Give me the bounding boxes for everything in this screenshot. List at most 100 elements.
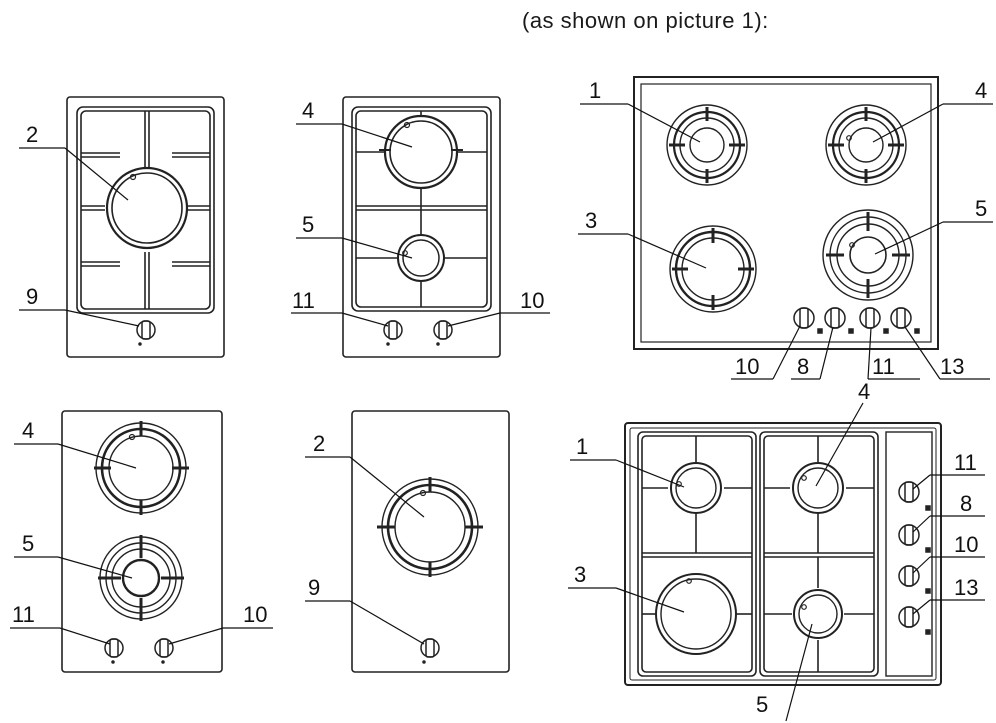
callout-label: 11 <box>292 288 315 313</box>
callout-4: 4 <box>14 418 137 469</box>
callout-8: 8 <box>912 491 985 533</box>
pan-support-grid <box>637 431 879 677</box>
callout-label: 5 <box>756 692 768 717</box>
callout-label: 5 <box>975 196 987 221</box>
burner-icon <box>105 166 189 250</box>
callout-label: 8 <box>797 354 809 379</box>
callout-label: 5 <box>22 531 34 556</box>
burner-icon <box>793 589 843 639</box>
callout-10: 10 <box>168 602 273 645</box>
burner-icon <box>655 573 737 655</box>
callout-label: 3 <box>585 208 597 233</box>
hob-panel <box>633 76 939 350</box>
callout-4: 4 <box>815 379 870 487</box>
callout-9: 9 <box>305 575 425 645</box>
callout-label: 9 <box>308 575 320 600</box>
pan-support-grid <box>351 106 492 312</box>
callout-10: 10 <box>912 532 985 574</box>
callout-label: 13 <box>954 575 978 600</box>
callout-2: 2 <box>19 122 129 201</box>
hob-panel <box>61 410 223 673</box>
callout-label: 10 <box>243 602 267 627</box>
callout-8: 8 <box>791 326 834 380</box>
hob-two-burner-flat: 4 5 11 10 <box>10 410 273 673</box>
callout-11: 11 <box>291 288 389 327</box>
hob-single-burner-grid: 2 9 <box>19 96 225 358</box>
callout-label: 4 <box>22 418 34 443</box>
callout-label: 2 <box>313 431 325 456</box>
callout-label: 2 <box>26 122 38 147</box>
callout-label: 11 <box>954 450 977 475</box>
control-knob-icon <box>136 320 156 346</box>
callout-1: 1 <box>570 434 685 488</box>
burner-icon <box>98 535 184 621</box>
callout-11: 11 <box>912 450 985 490</box>
hob-four-burner-front-knobs: 1 4 3 5 10 8 11 <box>578 76 993 380</box>
control-knob-icon <box>898 481 931 511</box>
burner-icon <box>666 104 748 186</box>
burner-icon <box>825 104 907 186</box>
callout-label: 11 <box>872 354 895 379</box>
control-knob-icon <box>793 307 823 334</box>
burner-icon <box>669 225 757 313</box>
callout-label: 4 <box>302 98 314 123</box>
pan-support-grid <box>76 106 215 314</box>
control-knob-icon <box>890 307 920 334</box>
hob-single-burner-flat: 2 9 <box>305 410 510 673</box>
callout-4: 4 <box>872 78 993 143</box>
callout-11: 11 <box>867 327 920 380</box>
callout-label: 10 <box>520 288 544 313</box>
callout-4: 4 <box>296 98 413 148</box>
callout-3: 3 <box>568 562 685 613</box>
control-knob-icon <box>824 307 854 334</box>
callout-label: 11 <box>12 602 35 627</box>
callout-13: 13 <box>904 326 990 380</box>
callout-10: 10 <box>731 325 801 380</box>
callout-3: 3 <box>578 208 707 269</box>
callout-5: 5 <box>874 196 993 255</box>
burner-icon <box>792 462 844 514</box>
callout-9: 9 <box>19 284 140 327</box>
control-knob-icon <box>898 565 931 594</box>
callout-11: 11 <box>10 602 111 645</box>
callout-label: 5 <box>302 212 314 237</box>
control-knob-icon <box>859 307 889 334</box>
hob-panel <box>342 96 501 358</box>
callout-label: 10 <box>954 532 978 557</box>
callout-2: 2 <box>305 431 425 518</box>
callout-label: 1 <box>589 78 601 103</box>
callout-5: 5 <box>756 623 813 722</box>
callout-label: 9 <box>26 284 38 309</box>
burner-icon <box>94 421 189 515</box>
callout-label: 10 <box>735 354 759 379</box>
hob-panel <box>66 96 225 358</box>
callout-10: 10 <box>447 288 550 327</box>
control-knob-icon <box>433 320 453 346</box>
callout-label: 4 <box>975 78 987 103</box>
control-knob-icon <box>383 320 403 346</box>
callout-1: 1 <box>580 78 701 143</box>
burner-icon <box>377 477 483 577</box>
control-knob-icon <box>420 638 440 664</box>
callout-label: 3 <box>574 562 586 587</box>
callout-5: 5 <box>14 531 133 579</box>
control-knob-icon <box>104 638 124 664</box>
callout-label: 13 <box>940 354 964 379</box>
callout-label: 8 <box>960 491 972 516</box>
hob-two-burner-grid: 4 5 11 10 <box>291 96 550 358</box>
hob-panel <box>351 410 510 673</box>
control-knob-icon <box>898 524 931 553</box>
control-strip <box>885 431 933 677</box>
burner-icon <box>670 462 722 514</box>
hob-four-burner-side-knobs: 4 1 11 8 10 3 13 <box>568 379 985 722</box>
diagram-heading: (as shown on picture 1): <box>522 8 769 33</box>
callout-label: 4 <box>858 379 870 404</box>
control-knob-icon <box>154 638 174 664</box>
callout-13: 13 <box>912 575 985 615</box>
burner-icon <box>379 114 463 190</box>
callout-label: 1 <box>576 434 588 459</box>
callout-5: 5 <box>296 212 413 259</box>
burner-icon <box>397 234 445 282</box>
burner-icon <box>822 209 914 301</box>
